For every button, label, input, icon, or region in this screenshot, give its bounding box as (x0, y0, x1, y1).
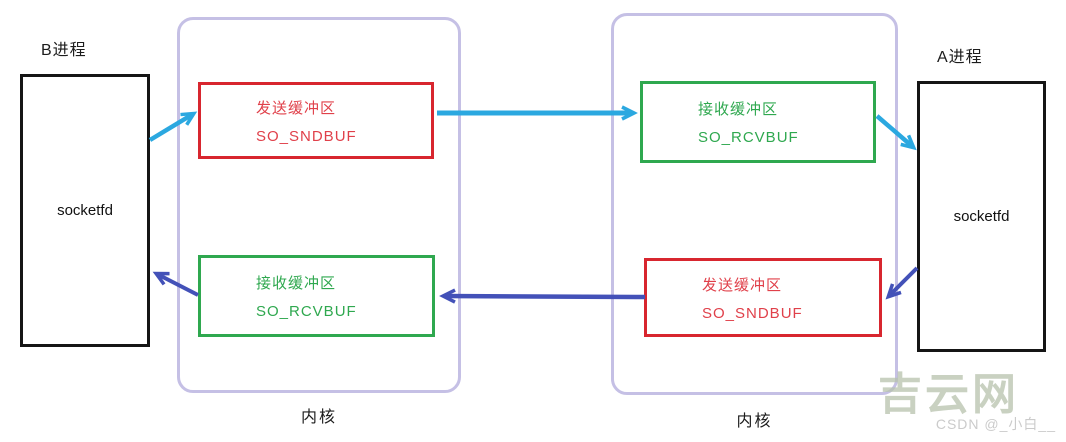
right-recv-buffer-box: 接收缓冲区 SO_RCVBUF (640, 81, 876, 163)
kernel-left-container (177, 17, 461, 393)
left-recv-buffer-title: 接收缓冲区 (256, 275, 337, 292)
right-recv-buffer-title: 接收缓冲区 (698, 101, 779, 118)
csdn-credit: CSDN @_小白__ (935, 416, 1056, 432)
site-watermark: 吉云网 (878, 370, 1019, 419)
left-recv-buffer-option: SO_RCVBUF (256, 303, 357, 320)
right-send-buffer-title: 发送缓冲区 (702, 276, 783, 294)
process-b-box: socketfd (20, 74, 150, 347)
right-send-buffer-box: 发送缓冲区 SO_SNDBUF (644, 258, 882, 337)
kernel-left-label: 内核 (300, 409, 337, 426)
process-a-socketfd-label: socketfd (953, 208, 1010, 225)
process-b-socketfd-label: socketfd (57, 202, 113, 219)
right-send-buffer-option: SO_SNDBUF (702, 304, 803, 322)
kernel-right-label: 内核 (736, 413, 773, 430)
left-recv-buffer-box: 接收缓冲区 SO_RCVBUF (198, 255, 435, 337)
process-a-label: A进程 (937, 49, 983, 66)
left-send-buffer-option: SO_SNDBUF (256, 127, 357, 145)
process-a-box: socketfd (917, 81, 1046, 352)
left-send-buffer-title: 发送缓冲区 (256, 99, 337, 117)
right-recv-buffer-option: SO_RCVBUF (698, 129, 799, 146)
process-b-label: B进程 (41, 42, 87, 59)
kernel-right-container (611, 13, 898, 395)
left-send-buffer-box: 发送缓冲区 SO_SNDBUF (198, 82, 434, 159)
